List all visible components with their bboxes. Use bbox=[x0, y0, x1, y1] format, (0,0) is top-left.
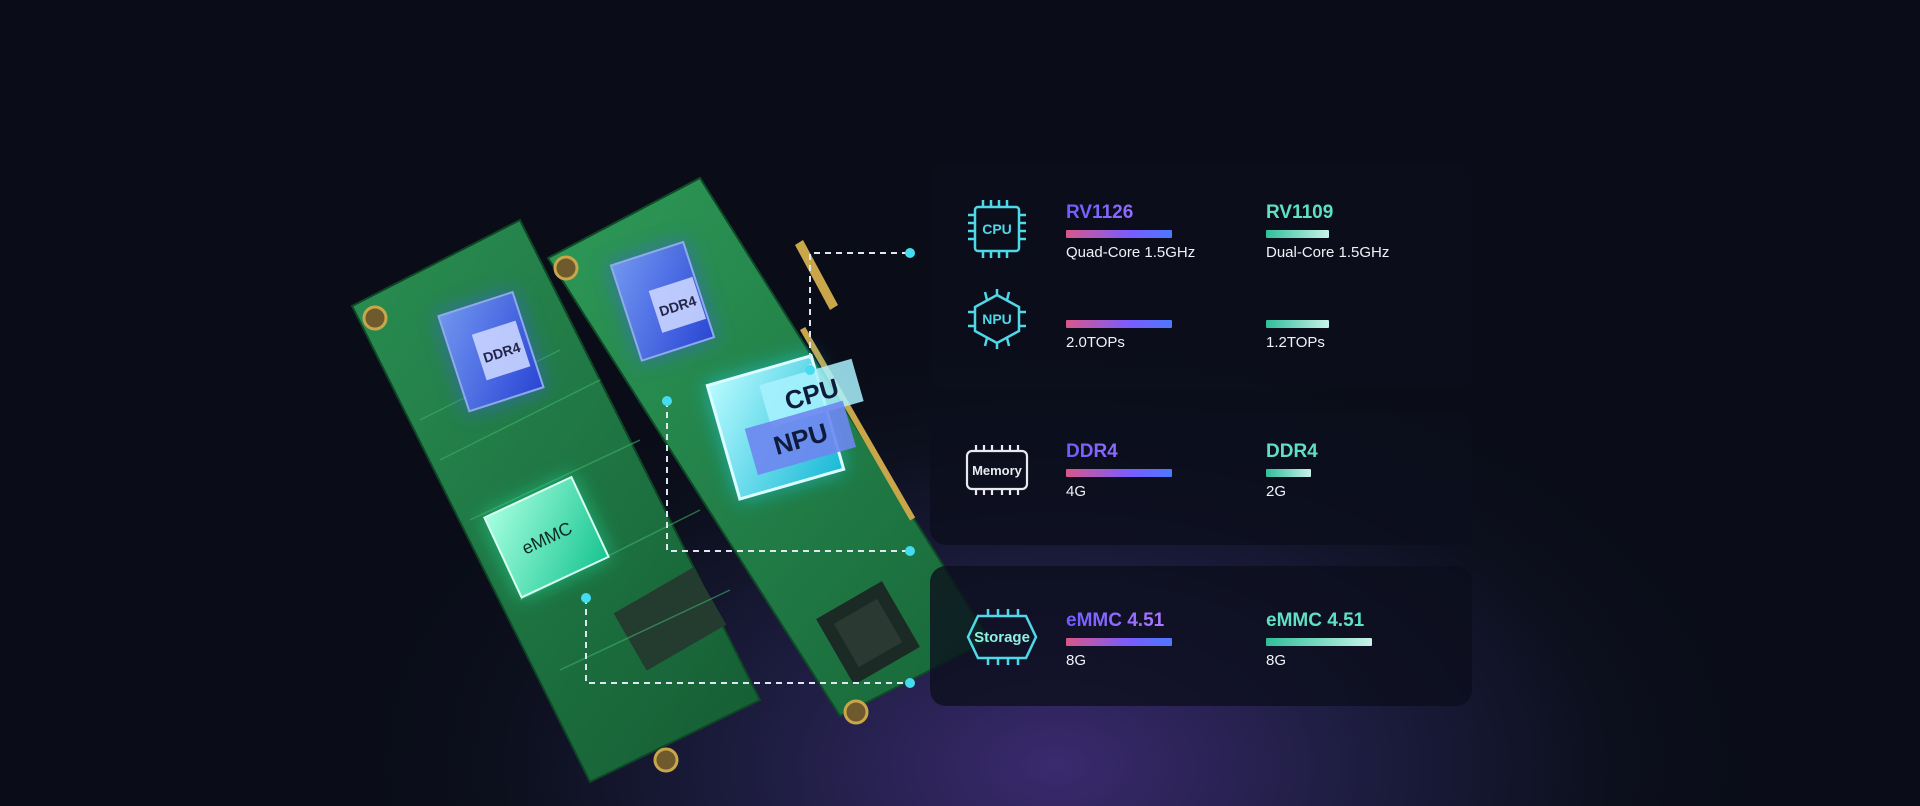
ddr4-chip-right: DDR4 bbox=[608, 239, 717, 364]
cpu-npu-spec-panel: CPU RV1126 Quad-Core 1.5GHz RV1109 Dual-… bbox=[930, 162, 1472, 390]
npu-detail-b: 1.2TOPs bbox=[1266, 334, 1325, 351]
cpu-model-b: RV1109 bbox=[1266, 202, 1334, 223]
cpu-bar-a bbox=[1066, 230, 1172, 238]
memory-bar-b bbox=[1266, 469, 1311, 477]
connector-lines bbox=[585, 252, 910, 684]
emmc-chip: eMMC bbox=[481, 474, 612, 601]
cpu-bar-b bbox=[1266, 230, 1329, 238]
cpu-model-a: RV1126 bbox=[1066, 202, 1195, 224]
cpu-npu-chip: CPU NPU bbox=[704, 353, 864, 502]
cpu-spec-b: RV1109 Dual-Core 1.5GHz bbox=[1266, 202, 1389, 261]
cpu-spec-a: RV1126 Quad-Core 1.5GHz bbox=[1066, 202, 1195, 261]
storage-spec-b: eMMC 4.51 8G bbox=[1266, 610, 1372, 669]
memory-type-a: DDR4 bbox=[1066, 441, 1172, 463]
npu-icon: NPU bbox=[968, 289, 1026, 349]
npu-bar-a bbox=[1066, 320, 1172, 328]
storage-detail-b: 8G bbox=[1266, 652, 1287, 669]
npu-spec-a: 2.0TOPs bbox=[1066, 292, 1172, 351]
storage-type-a: eMMC 4.51 bbox=[1066, 610, 1172, 632]
cpu-detail-a: Quad-Core 1.5GHz bbox=[1066, 244, 1196, 261]
storage-detail-a: 8G bbox=[1066, 652, 1087, 669]
npu-bar-b bbox=[1266, 320, 1329, 328]
memory-spec-b: DDR4 2G bbox=[1266, 441, 1318, 500]
memory-icon: Memory bbox=[965, 445, 1029, 495]
connector-dots bbox=[581, 248, 915, 688]
storage-icon: Storage bbox=[966, 609, 1038, 665]
memory-detail-b: 2G bbox=[1266, 483, 1287, 500]
npu-detail-a: 2.0TOPs bbox=[1066, 334, 1125, 351]
memory-icon-text: Memory bbox=[972, 463, 1023, 478]
storage-spec-a: eMMC 4.51 8G bbox=[1066, 610, 1172, 669]
storage-bar-b bbox=[1266, 638, 1372, 646]
cpu-detail-b: Dual-Core 1.5GHz bbox=[1266, 244, 1390, 261]
ddr4-chip-left: DDR4 bbox=[435, 289, 547, 414]
cpu-icon: CPU bbox=[968, 200, 1026, 258]
memory-type-b: DDR4 bbox=[1266, 441, 1318, 462]
memory-bar-a bbox=[1066, 469, 1172, 477]
storage-icon-text: Storage bbox=[974, 629, 1030, 646]
storage-spec-panel: Storage eMMC 4.51 8G eMMC 4.51 8G bbox=[930, 566, 1472, 706]
npu-icon-text: NPU bbox=[982, 311, 1012, 327]
cpu-icon-text: CPU bbox=[982, 221, 1012, 237]
npu-spec-b: 1.2TOPs bbox=[1266, 292, 1329, 351]
storage-bar-a bbox=[1066, 638, 1172, 646]
memory-spec-a: DDR4 4G bbox=[1066, 441, 1172, 500]
storage-type-b: eMMC 4.51 bbox=[1266, 610, 1365, 631]
memory-detail-a: 4G bbox=[1066, 483, 1087, 500]
memory-spec-panel: Memory DDR4 4G DDR4 2G bbox=[930, 411, 1472, 545]
